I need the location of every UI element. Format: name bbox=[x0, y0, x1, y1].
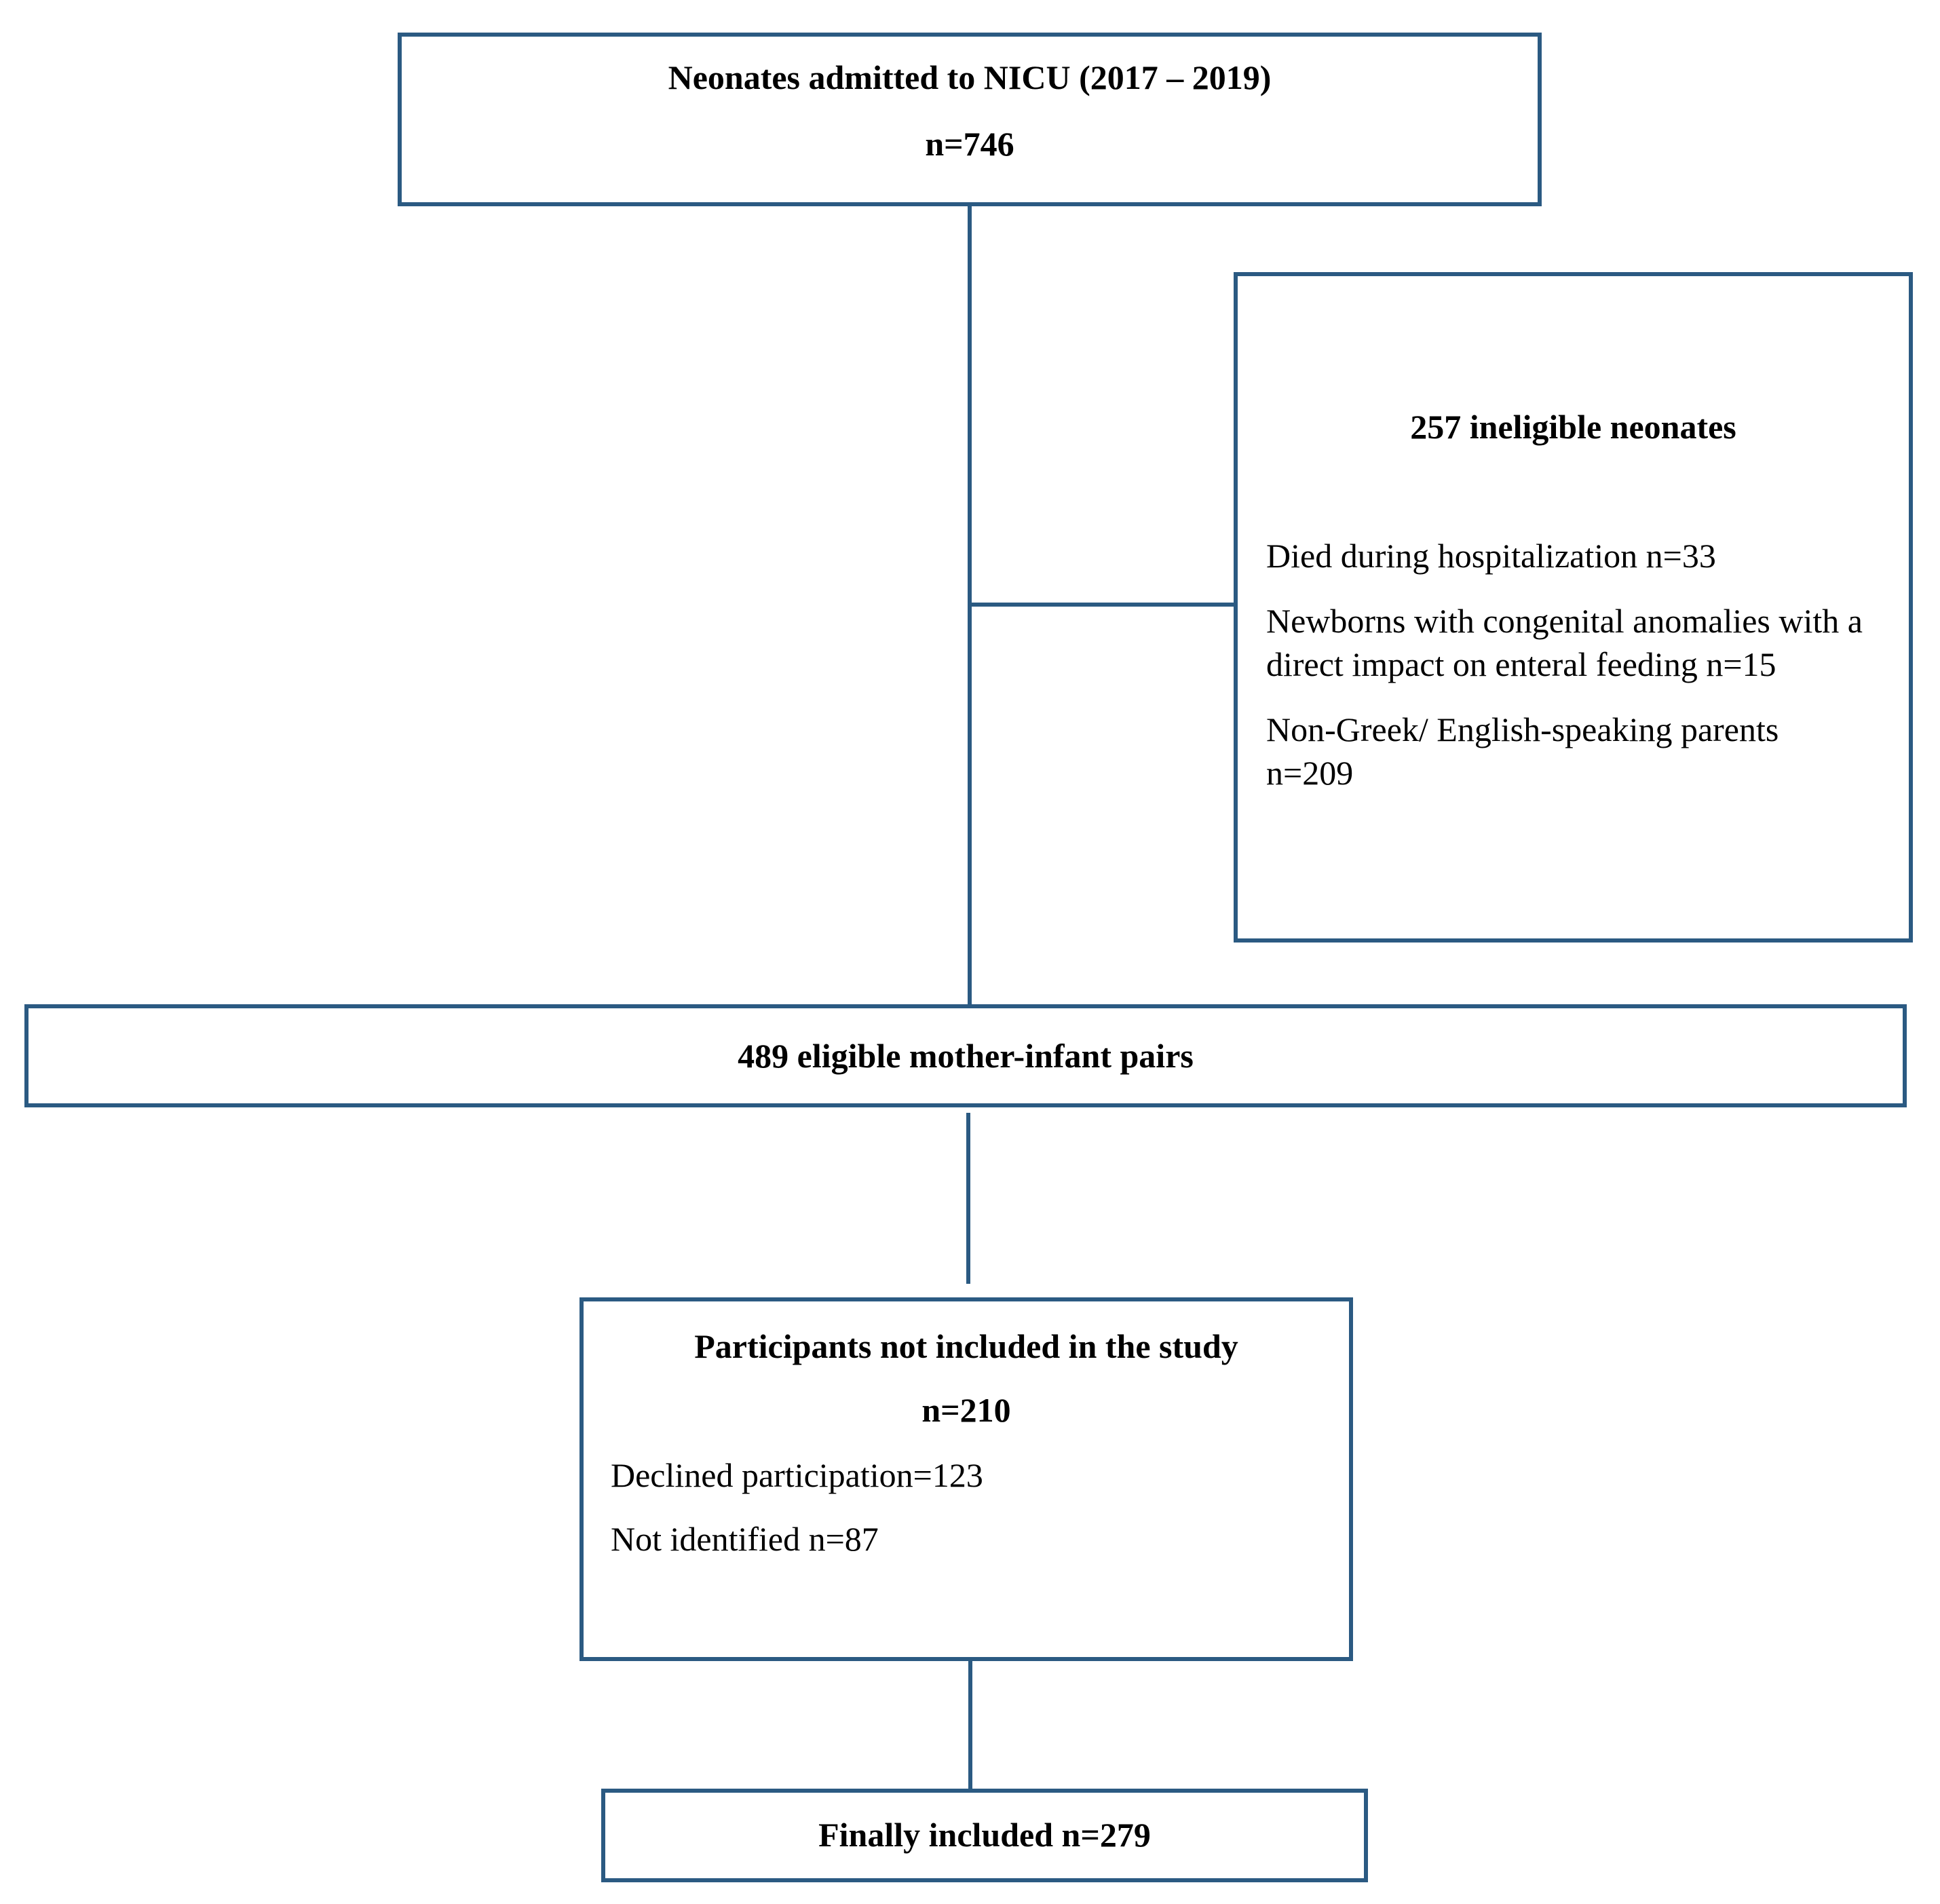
included-title: Finally included n=279 bbox=[818, 1816, 1151, 1854]
ineligible-box: 257 ineligible neonates Died during hosp… bbox=[1234, 272, 1913, 943]
connector-eligible-to-not-included bbox=[966, 1113, 970, 1284]
eligible-title: 489 eligible mother-infant pairs bbox=[738, 1037, 1194, 1075]
ineligible-item-language: Non-Greek/ English-speaking parents n=20… bbox=[1266, 710, 1779, 792]
connector-to-ineligible bbox=[968, 603, 1238, 607]
included-box: Finally included n=279 bbox=[601, 1789, 1368, 1882]
not-included-item-declined: Declined participation=123 bbox=[611, 1456, 983, 1494]
admitted-box: Neonates admitted to NICU (2017 – 2019) … bbox=[398, 33, 1542, 206]
ineligible-item-died: Died during hospitalization n=33 bbox=[1266, 537, 1716, 575]
ineligible-title: 257 ineligible neonates bbox=[1410, 408, 1736, 446]
connector-not-included-to-included bbox=[968, 1657, 972, 1790]
not-included-count: n=210 bbox=[921, 1391, 1011, 1429]
not-included-title: Participants not included in the study bbox=[694, 1327, 1238, 1365]
eligible-box: 489 eligible mother-infant pairs bbox=[24, 1004, 1907, 1107]
not-included-box: Participants not included in the study n… bbox=[579, 1297, 1353, 1661]
admitted-title: Neonates admitted to NICU (2017 – 2019) bbox=[668, 58, 1272, 96]
ineligible-item-anomalies: Newborns with congenital anomalies with … bbox=[1266, 602, 1863, 683]
not-included-item-not-identified: Not identified n=87 bbox=[611, 1520, 879, 1558]
admitted-count: n=746 bbox=[925, 125, 1014, 163]
